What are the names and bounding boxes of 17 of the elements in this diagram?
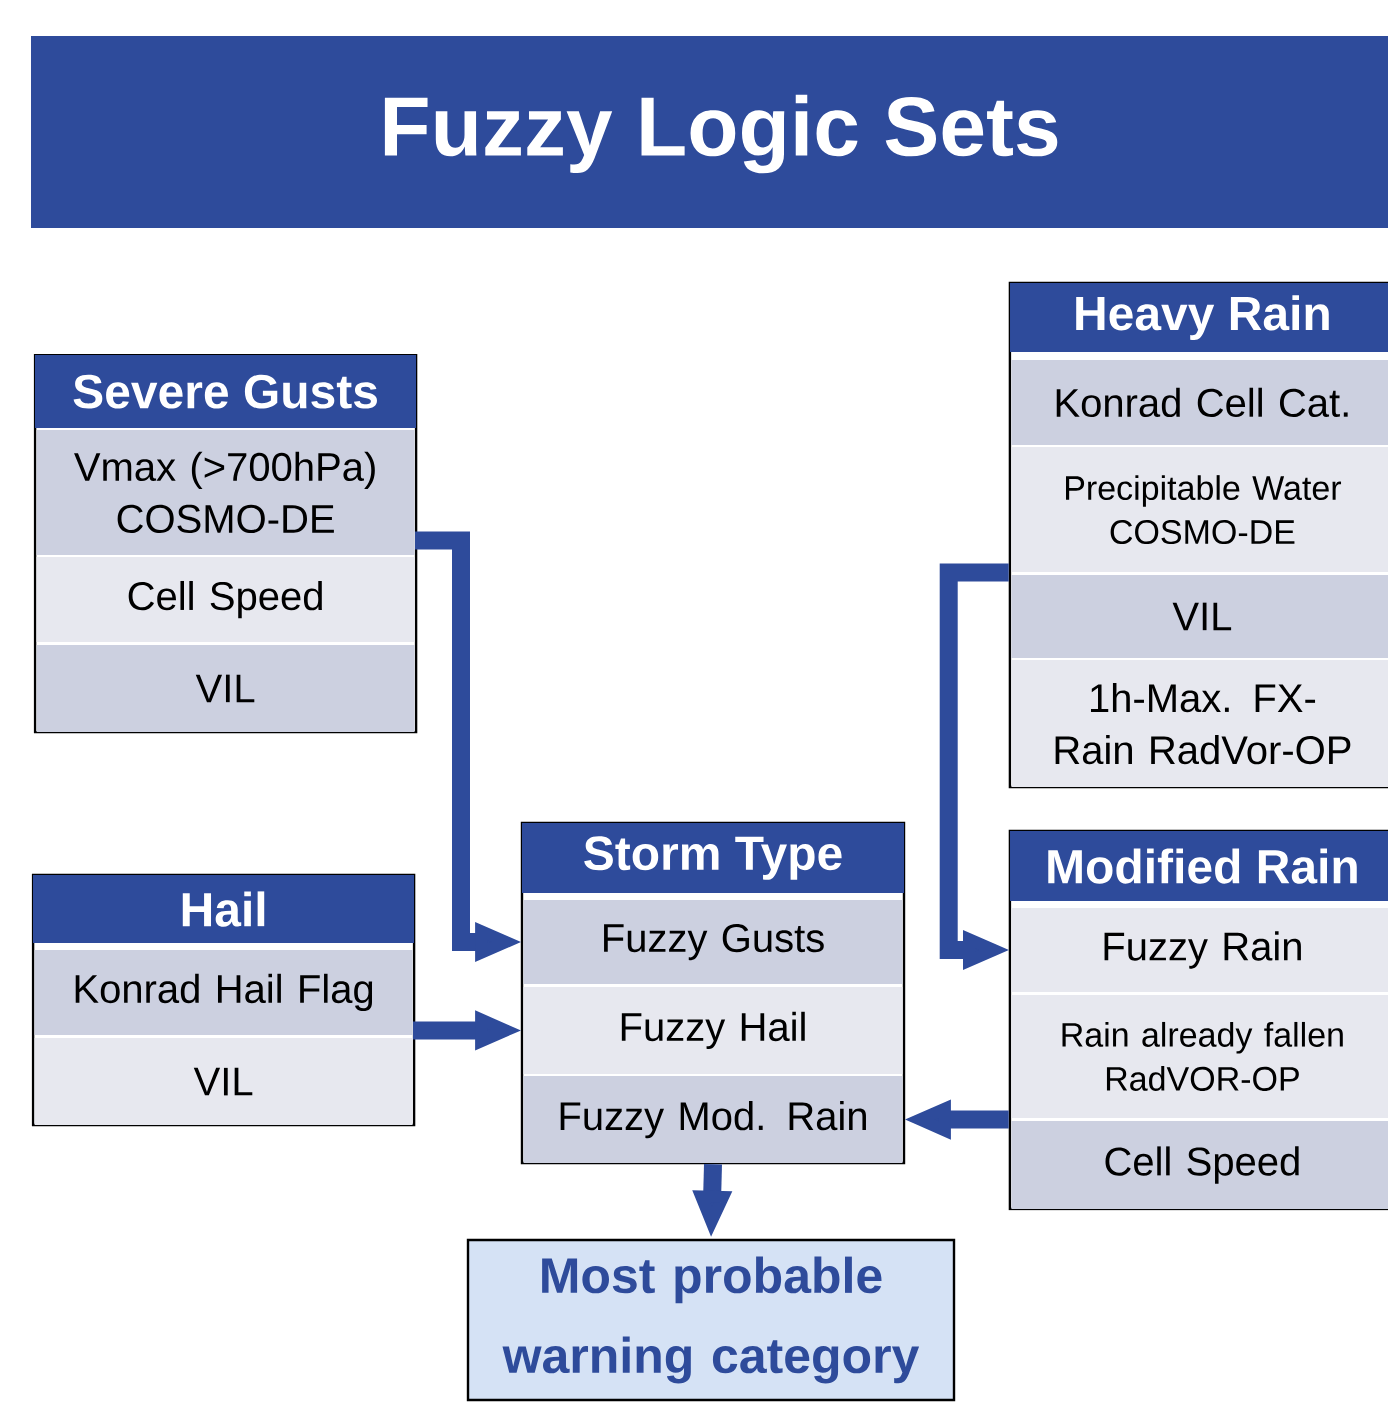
result-box: Most probable warning category [466, 1238, 956, 1402]
row-cell: Vmax (>700hPa) COSMO-DE [36, 429, 415, 555]
title-banner: Fuzzy Logic Sets [31, 36, 1388, 228]
row-cell: Rain already fallen RadVOR-OP [1011, 994, 1388, 1118]
row-cell: Fuzzy Rain [1011, 908, 1388, 992]
row-cell: VIL [1011, 574, 1388, 658]
row-cell: VIL [36, 644, 415, 732]
row-cell: Konrad Cell Cat. [1011, 359, 1388, 445]
row-cell: VIL [34, 1038, 413, 1126]
row-cell: Konrad Hail Flag [34, 949, 413, 1035]
row-cell: Cell Speed [1011, 1121, 1388, 1209]
row-cell: Precipitable Water COSMO-DE [1011, 447, 1388, 573]
row-cell: Cell Speed [36, 557, 415, 643]
row-cell: Fuzzy Gusts [523, 900, 903, 984]
row-cell: Fuzzy Mod. Rain [523, 1076, 903, 1164]
row-cell: Fuzzy Hail [523, 986, 903, 1074]
row-cell: 1h-Max. FX-Rain RadVor-OP [1011, 660, 1388, 788]
